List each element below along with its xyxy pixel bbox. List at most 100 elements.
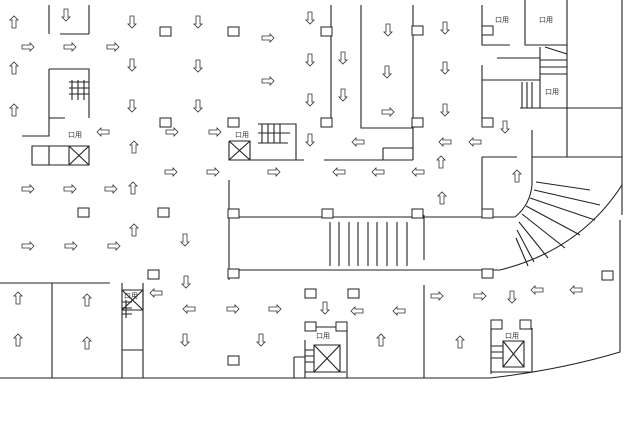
- arrow-down-icon: [193, 99, 203, 113]
- pillar: [335, 321, 348, 332]
- arrow-down-icon: [305, 93, 315, 107]
- arrow-left-icon: [371, 167, 385, 177]
- arrow-down-icon: [382, 65, 392, 79]
- arrow-down-icon: [127, 15, 137, 29]
- arrow-up-icon: [129, 223, 139, 237]
- pillar: [227, 268, 240, 279]
- arrow-right-icon: [430, 291, 444, 301]
- facility-label: 口用: [505, 332, 519, 340]
- arrow-right-icon: [261, 76, 275, 86]
- arrow-left-icon: [182, 304, 196, 314]
- arrow-left-icon: [332, 167, 346, 177]
- pillar: [481, 117, 494, 128]
- arrow-left-icon: [530, 285, 544, 295]
- arrow-down-icon: [383, 23, 393, 37]
- facility-label: 口用: [316, 332, 330, 340]
- arrow-left-icon: [350, 306, 364, 316]
- arrow-right-icon: [63, 42, 77, 52]
- facility-label: 口用: [124, 292, 138, 300]
- arrow-down-icon: [180, 333, 190, 347]
- arrow-up-icon: [455, 335, 465, 349]
- pillar: [411, 25, 424, 36]
- pillar: [481, 208, 494, 219]
- arrow-up-icon: [128, 181, 138, 195]
- pillar: [490, 319, 503, 330]
- arrow-right-icon: [63, 184, 77, 194]
- arrow-left-icon: [569, 285, 583, 295]
- arrow-right-icon: [381, 107, 395, 117]
- arrow-down-icon: [440, 103, 450, 117]
- arrow-down-icon: [320, 301, 330, 315]
- arrow-down-icon: [180, 233, 190, 247]
- arrow-right-icon: [104, 184, 118, 194]
- facility-label: 口用: [68, 131, 82, 139]
- arrow-right-icon: [267, 167, 281, 177]
- arrow-down-icon: [181, 275, 191, 289]
- arrow-up-icon: [436, 155, 446, 169]
- arrow-right-icon: [106, 42, 120, 52]
- pillar: [347, 288, 360, 299]
- pillar: [481, 268, 494, 279]
- arrow-down-icon: [500, 120, 510, 134]
- pillar: [227, 355, 240, 366]
- arrow-down-icon: [338, 51, 348, 65]
- arrow-up-icon: [9, 103, 19, 117]
- pillar: [77, 207, 90, 218]
- pillar: [304, 321, 317, 332]
- arrow-down-icon: [305, 53, 315, 67]
- arrow-left-icon: [438, 137, 452, 147]
- arrow-up-icon: [376, 333, 386, 347]
- arrow-right-icon: [261, 33, 275, 43]
- arrow-up-icon: [129, 140, 139, 154]
- walls: [0, 0, 623, 388]
- traffic-arrows: [9, 8, 583, 350]
- pillar: [411, 208, 424, 219]
- arrow-right-icon: [107, 241, 121, 251]
- pillar: [227, 26, 240, 37]
- arrow-left-icon: [351, 137, 365, 147]
- facility-label: 口用: [495, 16, 509, 24]
- arrow-down-icon: [193, 15, 203, 29]
- arrow-right-icon: [165, 127, 179, 137]
- pillar: [159, 117, 172, 128]
- arrow-down-icon: [193, 59, 203, 73]
- arrow-left-icon: [468, 137, 482, 147]
- arrow-right-icon: [164, 167, 178, 177]
- arrow-down-icon: [305, 133, 315, 147]
- arrow-right-icon: [268, 304, 282, 314]
- arrow-down-icon: [256, 333, 266, 347]
- arrow-down-icon: [305, 11, 315, 25]
- arrow-up-icon: [13, 291, 23, 305]
- arrow-down-icon: [127, 58, 137, 72]
- arrow-right-icon: [208, 127, 222, 137]
- arrow-down-icon: [440, 61, 450, 75]
- arrow-right-icon: [473, 291, 487, 301]
- pillar: [227, 208, 240, 219]
- facility-label: 口用: [539, 16, 553, 24]
- arrow-left-icon: [96, 127, 110, 137]
- pillar: [304, 288, 317, 299]
- arrow-down-icon: [440, 21, 450, 35]
- facility-labels: 口用 口用 口用 口用 口用 口用 口用 口用: [68, 16, 559, 340]
- arrow-right-icon: [226, 304, 240, 314]
- pillar: [411, 117, 424, 128]
- pillars: [77, 25, 614, 366]
- arrow-down-icon: [127, 99, 137, 113]
- pillar: [601, 270, 614, 281]
- facility-label: 口用: [235, 131, 249, 139]
- arrow-left-icon: [149, 288, 163, 298]
- pillar: [519, 319, 532, 330]
- arrow-up-icon: [9, 15, 19, 29]
- pillar: [227, 117, 240, 128]
- pillar: [320, 117, 333, 128]
- arrow-right-icon: [21, 241, 35, 251]
- arrow-right-icon: [206, 167, 220, 177]
- facility-label: 口用: [545, 88, 559, 96]
- arrow-up-icon: [437, 191, 447, 205]
- pillar: [157, 207, 170, 218]
- pillar: [159, 26, 172, 37]
- pillar: [320, 26, 333, 37]
- arrow-up-icon: [9, 61, 19, 75]
- pillar: [481, 25, 494, 36]
